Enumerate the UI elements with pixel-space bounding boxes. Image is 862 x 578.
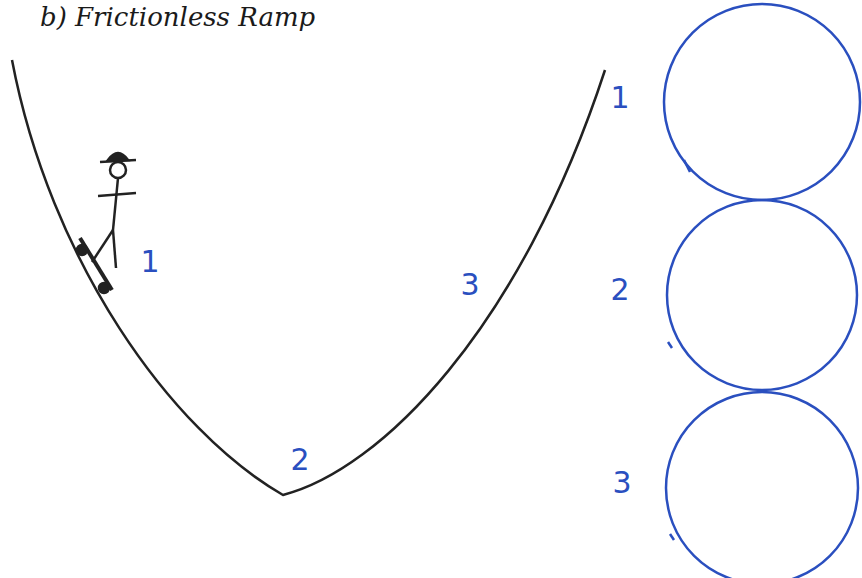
position-number: 3 <box>460 270 479 300</box>
loop-circles <box>664 4 860 578</box>
position-number: 1 <box>140 247 159 277</box>
position-number: 2 <box>290 445 309 475</box>
skateboarder-figure <box>77 153 136 293</box>
ramp-curve <box>12 60 605 495</box>
circle-number: 2 <box>610 275 629 305</box>
sketch-title: b) Frictionless Ramp <box>40 4 315 30</box>
circle-number: 1 <box>610 83 629 113</box>
circle-number: 3 <box>612 468 631 498</box>
